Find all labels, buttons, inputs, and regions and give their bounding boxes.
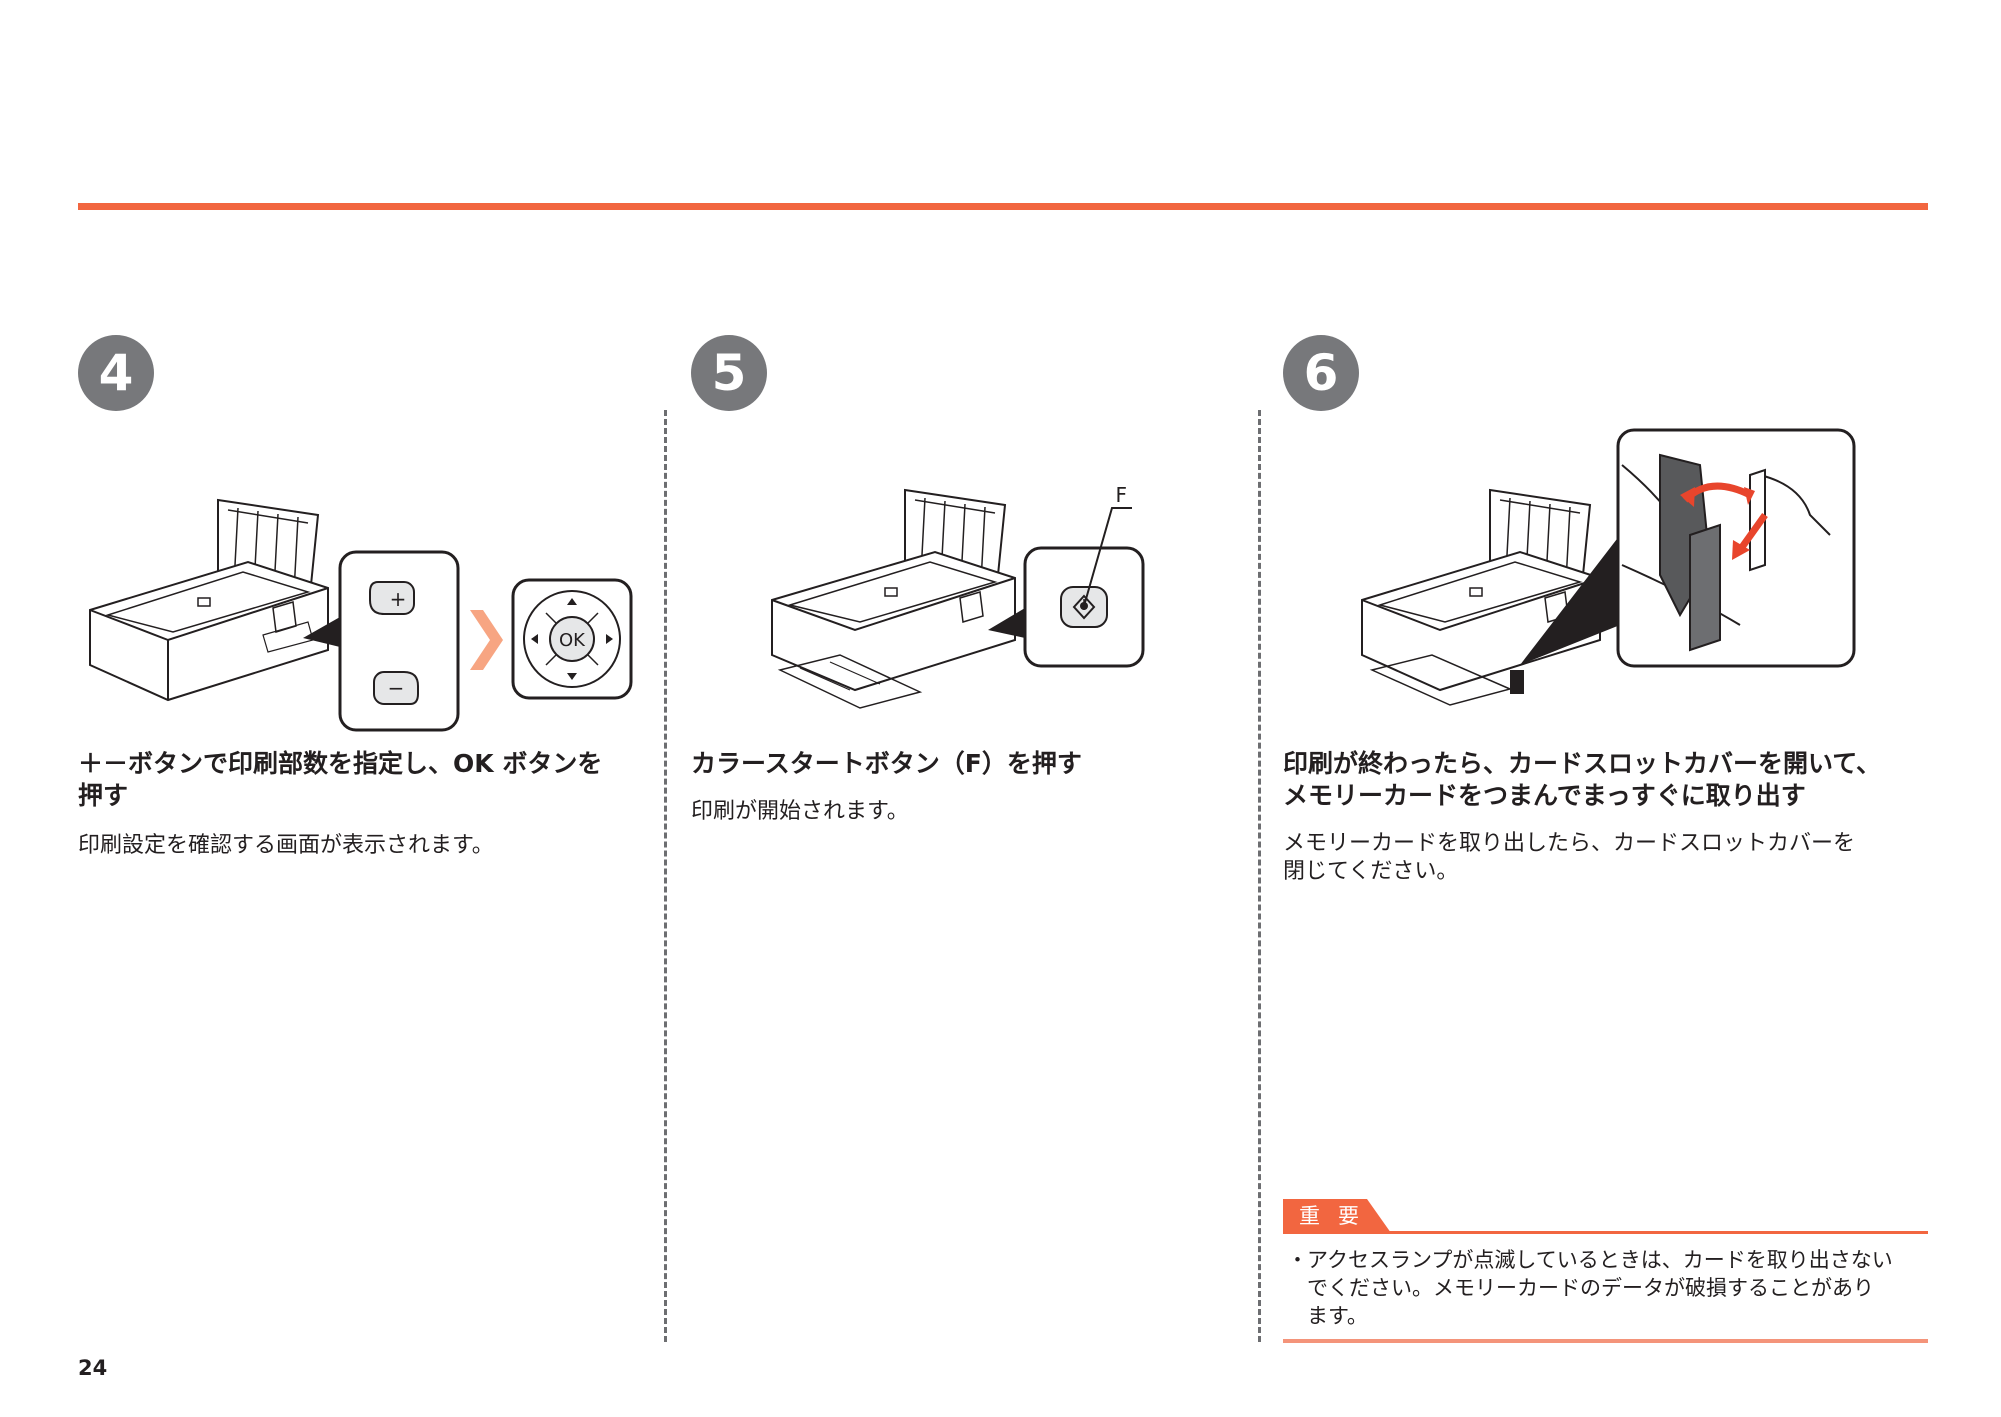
step-4-body: 印刷設定を確認する画面が表示されます。 [78, 833, 494, 858]
step-4-badge: 4 [78, 335, 154, 411]
step-5-heading: カラースタートボタン（F）を押す [691, 749, 1082, 778]
step-6-heading-line2: メモリーカードをつまんでまっすぐに取り出す [1283, 781, 1806, 810]
important-bottom-rule [1283, 1339, 1928, 1343]
step-5-body: 印刷が開始されます。 [691, 799, 909, 824]
step-4-heading: ＋－ボタンで印刷部数を指定し、OK ボタンを 押す [78, 748, 638, 812]
next-arrow-icon [470, 610, 503, 670]
step-5-illustration: F [771, 483, 1145, 709]
step-4-heading-line1: ＋－ボタンで印刷部数を指定し、OK ボタンを [78, 749, 603, 778]
callout-line [1083, 507, 1132, 607]
printer-icon [1361, 488, 1601, 706]
zoom-wedge [1520, 535, 1620, 665]
step-6-heading-line1: 印刷が終わったら、カードスロットカバーを開いて、 [1283, 749, 1882, 778]
plus-label: + [390, 587, 407, 611]
column-divider-1 [664, 410, 667, 1342]
important-text-line3: ます。 [1307, 1304, 1368, 1328]
step-4-heading-line2: 押す [78, 781, 129, 810]
minus-label: − [388, 676, 405, 700]
ok-label: OK [559, 630, 586, 651]
callout-f-label: F [1115, 483, 1127, 507]
important-top-rule [1283, 1231, 1928, 1234]
step-4-illustration: + − OK [89, 498, 633, 732]
important-text-line1: アクセスランプが点滅しているときは、カードを取り出さない [1307, 1248, 1893, 1272]
pull-card-arrow-icon [1737, 512, 1768, 553]
step-6-badge: 6 [1283, 335, 1359, 411]
step-6-body: メモリーカードを取り出したら、カードスロットカバーを 閉じてください。 [1283, 830, 1855, 886]
memory-card-icon [1689, 523, 1721, 652]
step-6-heading: 印刷が終わったら、カードスロットカバーを開いて、 メモリーカードをつまんでまっす… [1283, 748, 1881, 812]
top-accent-rule [78, 203, 1928, 210]
plus-button-icon [369, 581, 415, 615]
important-text: アクセスランプが点滅しているときは、カードを取り出さない でください。メモリーカ… [1307, 1246, 1917, 1330]
page-number: 24 [78, 1356, 108, 1380]
printer-icon [89, 498, 329, 702]
step-6-body-line2: 閉じてください。 [1283, 859, 1459, 884]
step-6-illustration [1361, 428, 1856, 706]
zoom-wedge [988, 608, 1025, 638]
important-notice: 重要 ・ アクセスランプが点滅しているときは、カードを取り出さない でください。… [1283, 1199, 1928, 1344]
important-label: 重要 [1299, 1204, 1377, 1228]
minus-button-icon [373, 671, 419, 705]
step-5-badge: 5 [691, 335, 767, 411]
card-slot-cover-icon [1510, 670, 1524, 694]
important-text-line2: でください。メモリーカードのデータが破損することがあり [1307, 1276, 1874, 1300]
important-bullet: ・ [1287, 1248, 1308, 1272]
zoom-wedge [303, 617, 340, 647]
printer-icon [771, 488, 1016, 709]
important-tab-shape [1283, 1199, 1391, 1233]
step-6-body-line1: メモリーカードを取り出したら、カードスロットカバーを [1283, 831, 1856, 856]
column-divider-2 [1258, 410, 1261, 1342]
ok-button-icon [549, 616, 595, 662]
